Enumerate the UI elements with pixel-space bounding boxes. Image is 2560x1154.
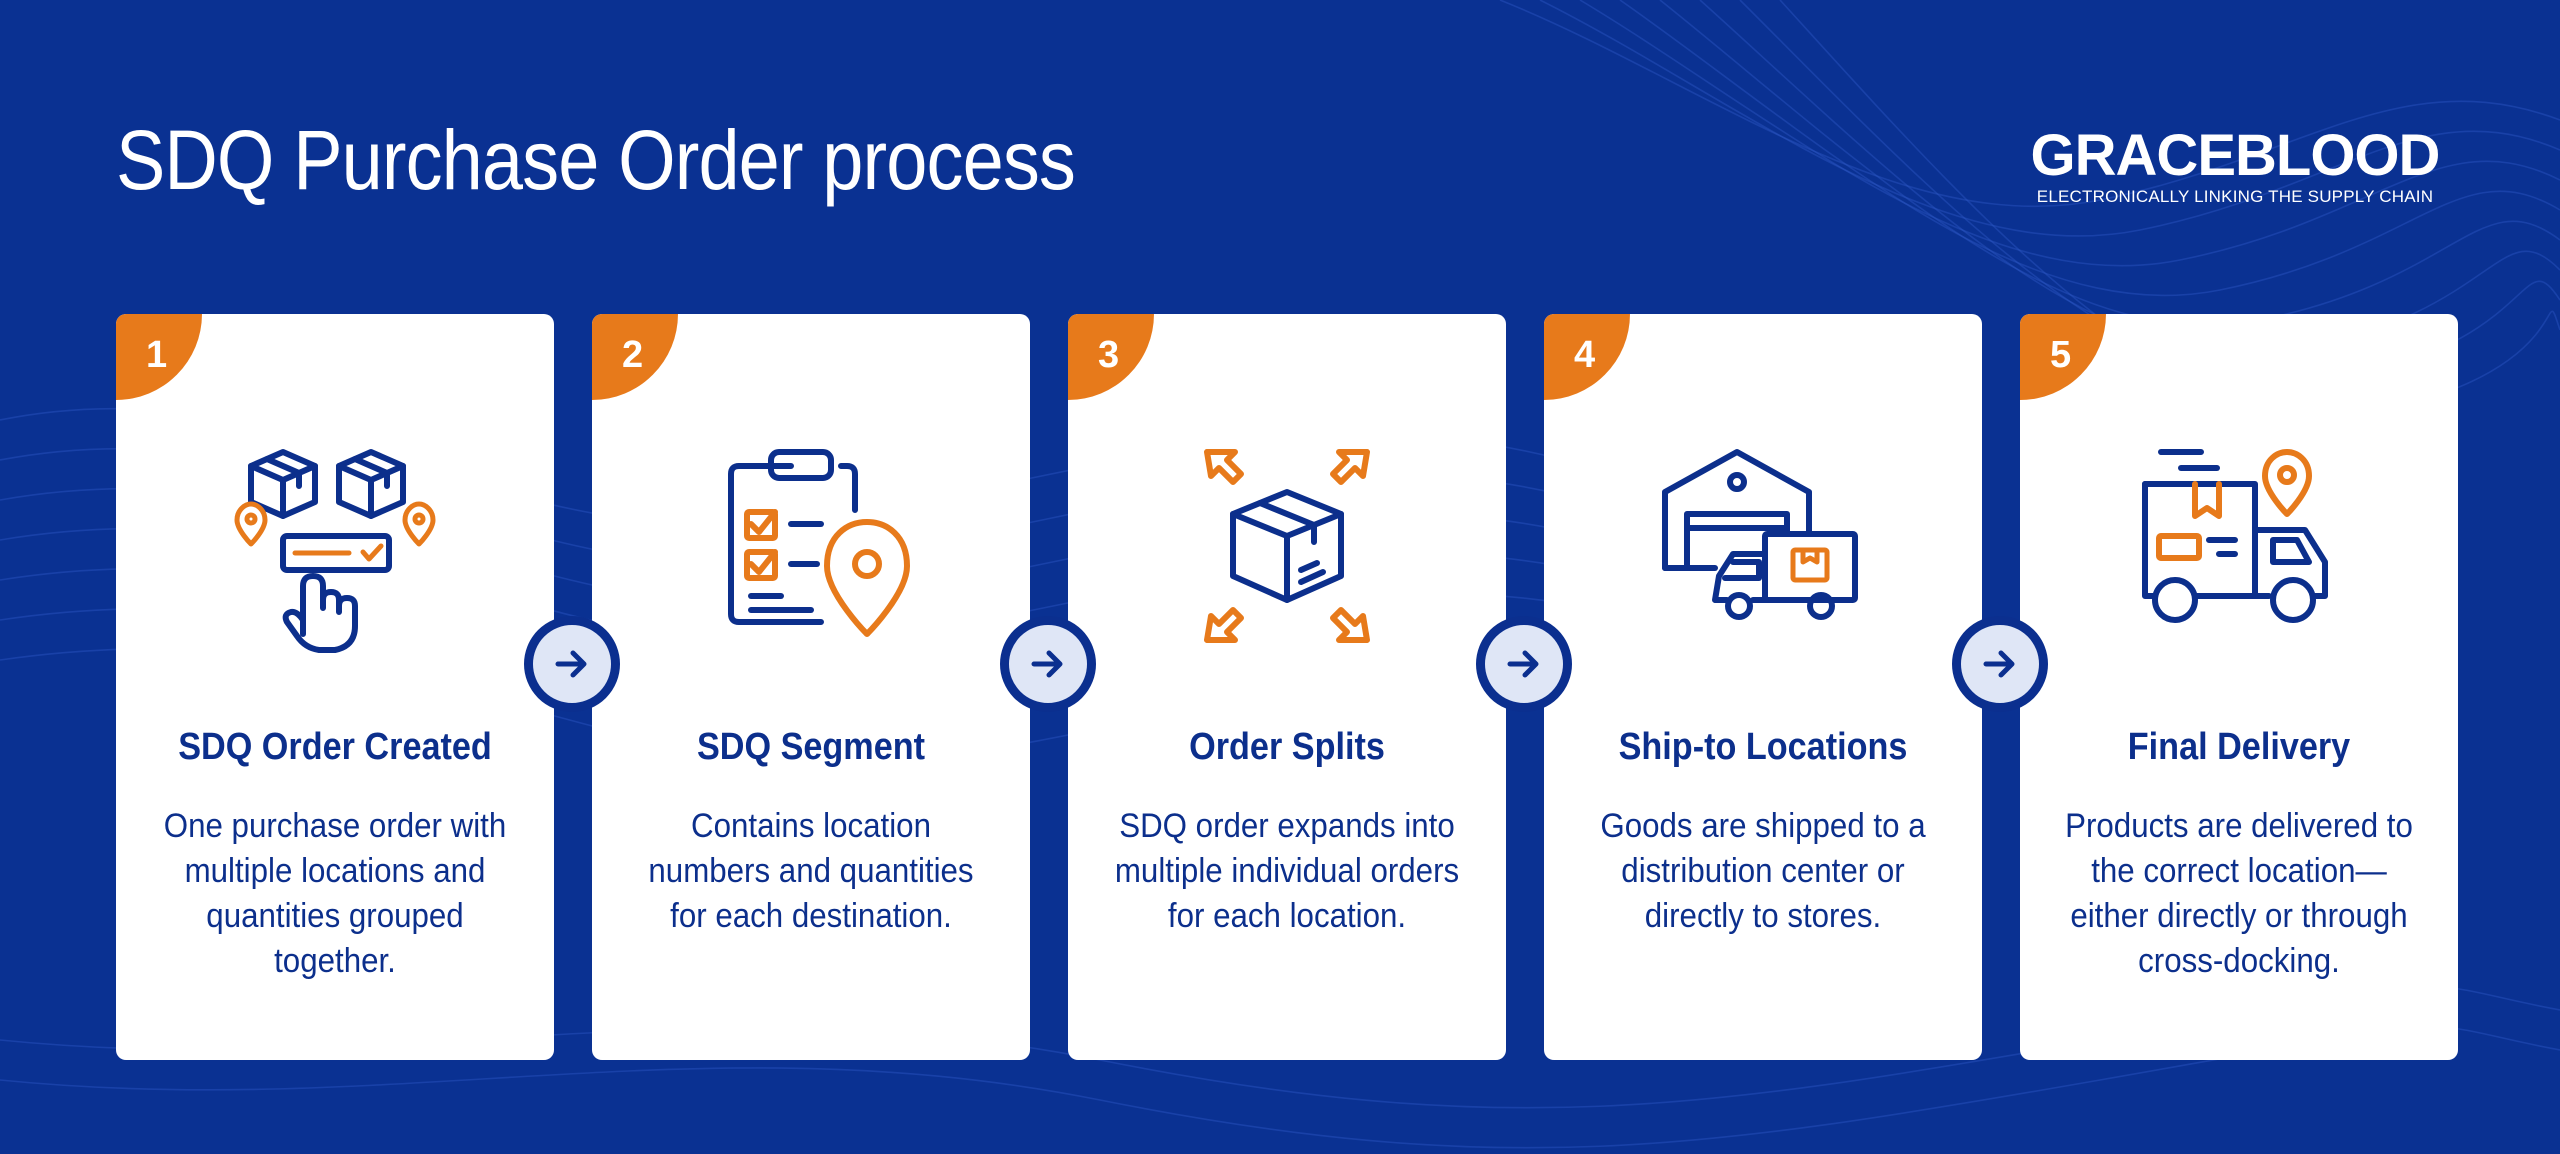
- step-number: 5: [2050, 334, 2072, 376]
- logo-wordmark: GRACEBLOOD: [2030, 123, 2441, 188]
- step-title: Ship-to Locations: [1618, 726, 1908, 768]
- arrow-right-icon: [1983, 650, 2015, 678]
- step-number: 4: [1574, 334, 1596, 376]
- step-card-5: 5 Final Delivery Products are delivered …: [2020, 314, 2458, 1060]
- step-description: Goods are shipped to a distribution cent…: [1600, 807, 1926, 935]
- step-number: 2: [622, 334, 644, 376]
- step-number: 3: [1098, 334, 1120, 376]
- box-with-outward-arrows-icon: [1204, 449, 1370, 643]
- step-description: Products are delivered to the correct lo…: [2065, 807, 2413, 980]
- arrow-connector-4: [1952, 616, 2048, 712]
- step-title: Order Splits: [1189, 726, 1385, 768]
- step-title: Final Delivery: [2127, 726, 2351, 768]
- clipboard-checklist-location-pin-icon: [728, 449, 910, 637]
- logo-tagline: ELECTRONICALLY LINKING THE SUPPLY CHAIN: [2036, 187, 2434, 206]
- arrow-connector-3: [1476, 616, 1572, 712]
- arrow-connector-1: [524, 616, 620, 712]
- step-number: 1: [146, 334, 168, 376]
- step-title: SDQ Segment: [696, 726, 926, 768]
- step-badge: 5: [2020, 314, 2106, 400]
- step-card-1: 1 SDQ Order Created One purchase order w…: [116, 314, 554, 1060]
- step-badge: 4: [1544, 314, 1630, 400]
- step-card-4: 4 Ship-to Locations Goods are shipped to…: [1544, 314, 1982, 1060]
- step-badge: 1: [116, 314, 202, 400]
- step-description: Contains location numbers and quantities…: [648, 807, 974, 935]
- graceblood-logo: GRACEBLOOD ELECTRONICALLY LINKING THE SU…: [2030, 123, 2441, 210]
- step-title: SDQ Order Created: [178, 726, 492, 768]
- step-description: SDQ order expands into multiple individu…: [1114, 807, 1460, 935]
- step-card-3: 3 Order Splits SDQ order expands into mu…: [1068, 314, 1506, 1060]
- step-card-2: 2 SDQ Segment Contains location numbers …: [592, 314, 1030, 1060]
- arrow-right-icon: [1031, 650, 1063, 678]
- step-badge: 3: [1068, 314, 1154, 400]
- warehouse-and-truck-icon: [1662, 449, 1858, 620]
- step-badge: 2: [592, 314, 678, 400]
- step-description: One purchase order with multiple locatio…: [163, 807, 507, 980]
- arrow-right-icon: [555, 650, 587, 678]
- arrow-right-icon: [1507, 650, 1539, 678]
- page-title: SDQ Purchase Order process: [116, 113, 1076, 207]
- delivery-truck-with-pin-icon: [2142, 449, 2328, 623]
- boxes-with-pins-order-click-icon: [234, 449, 436, 653]
- arrow-connector-2: [1000, 616, 1096, 712]
